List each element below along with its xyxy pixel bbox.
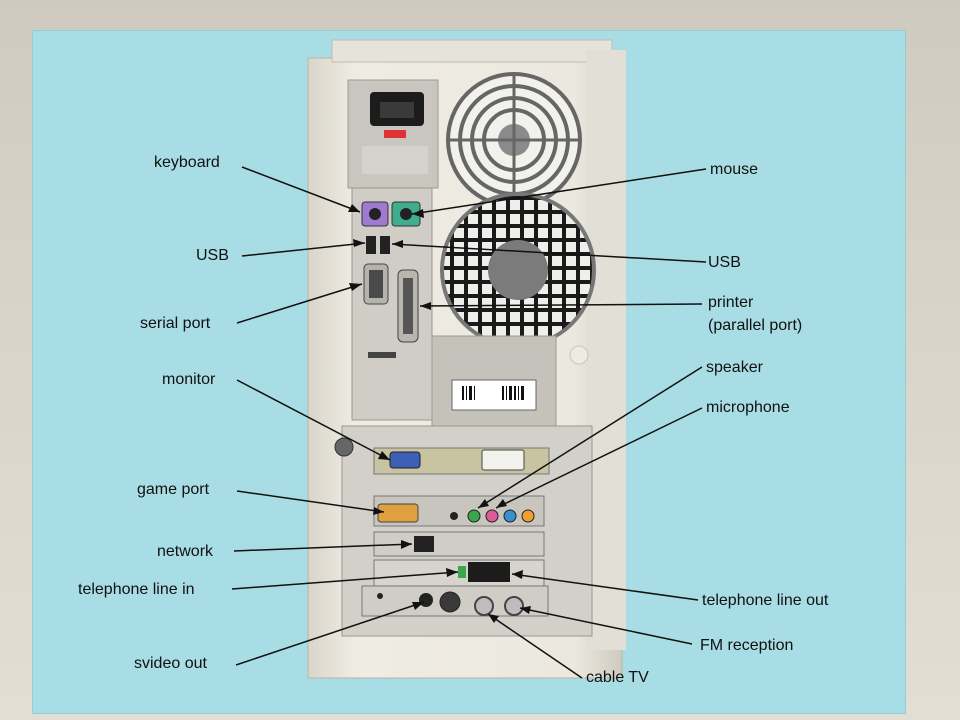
label-svideo-out: svideo out bbox=[134, 655, 207, 672]
leader-lines bbox=[231, 166, 707, 679]
label-keyboard: keyboard bbox=[154, 154, 220, 171]
mouse-leader bbox=[411, 168, 707, 215]
network-leader bbox=[233, 543, 413, 552]
leader-arrowheads bbox=[348, 204, 531, 623]
io-backplate bbox=[351, 187, 433, 421]
cable-tv-leader bbox=[487, 613, 583, 679]
label-usb-left: USB bbox=[196, 247, 229, 264]
label-parallel-port: (parallel port) bbox=[708, 317, 803, 334]
telephone-out-leader bbox=[511, 573, 699, 601]
label-usb-right: USB bbox=[708, 254, 741, 271]
label-serial-port: serial port bbox=[140, 315, 211, 332]
label-network: network bbox=[157, 543, 214, 560]
serial-leader bbox=[236, 283, 363, 324]
fm-leader bbox=[519, 607, 693, 645]
label-telephone-line-in: telephone line in bbox=[78, 581, 195, 598]
label-printer: printer bbox=[708, 294, 754, 311]
illustration-panel: keyboard USB serial port monitor game po… bbox=[32, 30, 906, 714]
label-microphone: microphone bbox=[706, 399, 790, 416]
speaker-leader bbox=[477, 366, 703, 509]
keyboard-leader bbox=[241, 166, 361, 213]
label-game-port: game port bbox=[137, 481, 210, 498]
power-supply bbox=[347, 79, 439, 189]
label-fm-reception: FM reception bbox=[700, 637, 794, 654]
label-speaker: speaker bbox=[706, 359, 763, 376]
svideo-leader bbox=[235, 601, 425, 666]
telephone-in-leader bbox=[231, 571, 459, 590]
printer-leader bbox=[419, 303, 703, 307]
barcode-sticker bbox=[462, 386, 524, 400]
computer-back-illustration bbox=[231, 39, 707, 679]
label-telephone-line-out: telephone line out bbox=[702, 592, 829, 609]
usb-right-leader bbox=[391, 243, 707, 263]
rear-fan-grille bbox=[431, 192, 596, 427]
top-fan bbox=[446, 72, 582, 208]
game-port-leader bbox=[236, 490, 385, 513]
monitor-leader bbox=[236, 379, 391, 461]
label-cable-tv: cable TV bbox=[586, 669, 649, 686]
label-mouse: mouse bbox=[710, 161, 759, 178]
usb-left-leader bbox=[241, 242, 366, 257]
label-monitor: monitor bbox=[162, 371, 216, 388]
expansion-slots bbox=[334, 425, 593, 637]
microphone-leader bbox=[495, 407, 703, 509]
